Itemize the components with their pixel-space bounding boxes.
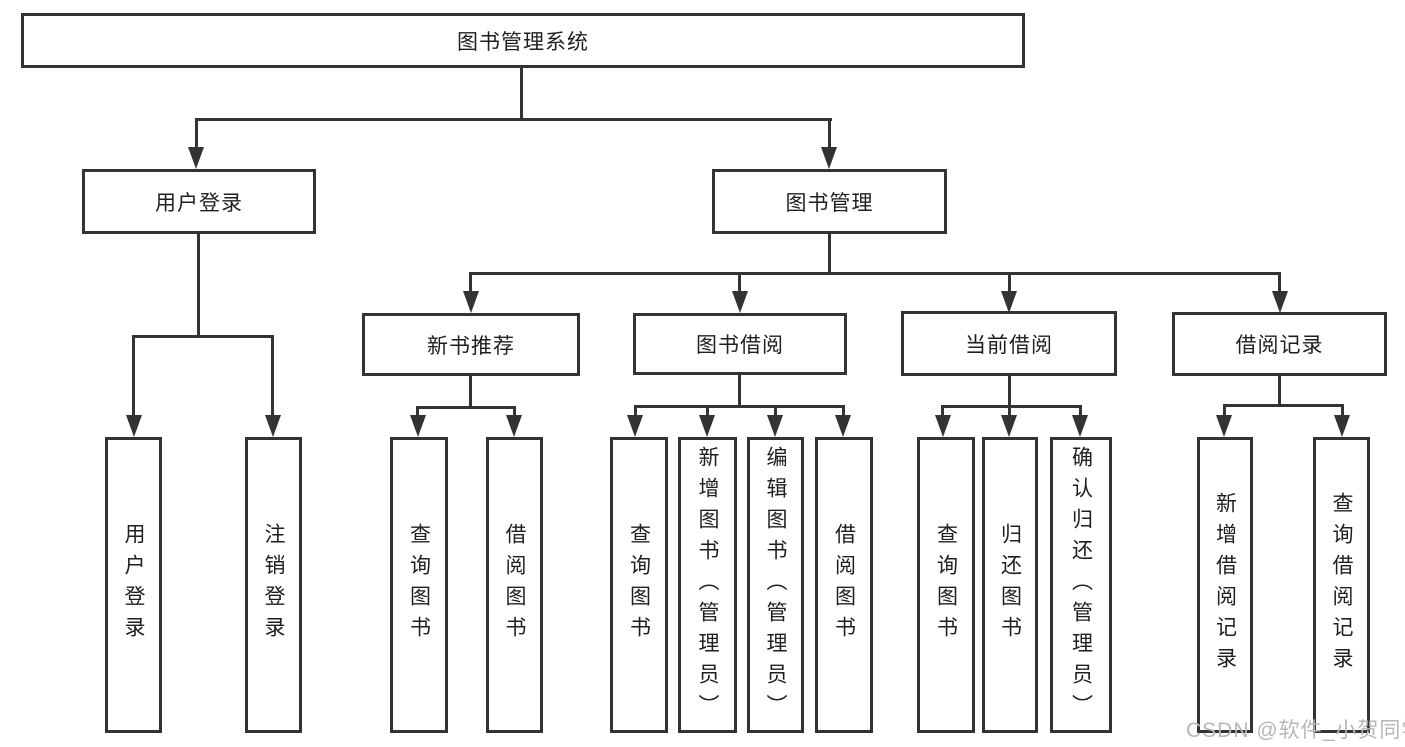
arrow-down-icon xyxy=(1216,415,1232,437)
node-borrowing-records: 借阅记录 xyxy=(1172,312,1387,376)
arrow-down-icon xyxy=(265,415,281,437)
arrow-down-icon xyxy=(699,415,715,437)
arrow-down-icon xyxy=(126,415,142,437)
connector-line xyxy=(634,405,637,416)
node-label: 当前借阅 xyxy=(965,333,1053,357)
arrow-down-icon xyxy=(1272,291,1288,313)
connector-line xyxy=(828,118,831,148)
arrow-down-icon xyxy=(410,415,426,437)
arrow-down-icon xyxy=(627,415,643,437)
arrow-down-icon xyxy=(188,147,204,169)
node-label: 确认归还（管理员） xyxy=(1069,445,1093,725)
connector-line xyxy=(842,405,845,416)
node-label: 图书借阅 xyxy=(696,334,784,357)
connector-line xyxy=(271,335,274,416)
node-leaf-return-book: 归还图书 xyxy=(982,437,1038,733)
connector-line xyxy=(738,272,741,291)
node-label: 编辑图书（管理员） xyxy=(764,445,787,725)
connector-line xyxy=(1079,405,1082,416)
connector-line xyxy=(416,406,419,416)
node-label: 归还图书 xyxy=(998,523,1022,647)
connector-line xyxy=(513,406,516,416)
connector-line xyxy=(1223,404,1226,416)
connector-line xyxy=(195,118,198,148)
connector-line xyxy=(828,234,831,275)
node-leaf-query-borrow-record: 查询借阅记录 xyxy=(1313,437,1370,733)
arrow-down-icon xyxy=(767,415,783,437)
connector-line xyxy=(133,335,274,338)
node-leaf-query-books-current: 查询图书 xyxy=(917,437,975,733)
connector-line xyxy=(941,405,944,416)
node-leaf-borrow-books: 借阅图书 xyxy=(815,437,873,733)
node-new-book-recommend: 新书推荐 xyxy=(362,313,580,376)
node-label: 查询图书 xyxy=(934,523,958,647)
node-leaf-user-login: 用户登录 xyxy=(105,437,162,733)
node-label: 查询图书 xyxy=(627,523,651,647)
connector-line xyxy=(196,118,832,121)
arrow-down-icon xyxy=(732,291,748,313)
node-leaf-add-book-admin: 新增图书（管理员） xyxy=(678,437,737,733)
node-leaf-add-borrow-record: 新增借阅记录 xyxy=(1197,437,1253,733)
connector-line xyxy=(197,234,200,336)
arrow-down-icon xyxy=(835,415,851,437)
node-label: 借阅图书 xyxy=(832,523,856,647)
node-label: 图书管理 xyxy=(785,191,874,215)
arrow-down-icon xyxy=(1001,291,1017,313)
arrow-down-icon xyxy=(1072,415,1088,437)
arrow-down-icon xyxy=(506,415,522,437)
node-leaf-query-books-recommend: 查询图书 xyxy=(390,437,448,733)
connector-line xyxy=(706,405,709,416)
arrow-down-icon xyxy=(463,291,479,313)
node-book-management-module: 图书管理 xyxy=(712,169,947,234)
connector-line xyxy=(941,405,1082,408)
node-leaf-confirm-return-admin: 确认归还（管理员） xyxy=(1050,437,1112,733)
node-label: 注销登录 xyxy=(262,523,285,647)
node-book-borrowing: 图书借阅 xyxy=(633,313,847,375)
node-label: 用户登录 xyxy=(122,523,145,647)
node-label: 新书推荐 xyxy=(427,334,515,358)
connector-line xyxy=(470,272,1281,275)
node-root-library-system: 图书管理系统 xyxy=(21,13,1025,68)
csdn-watermark: CSDN @软件_小贺同学 xyxy=(1186,719,1405,742)
node-label: 新增借阅记录 xyxy=(1213,492,1237,678)
node-leaf-query-books-borrow: 查询图书 xyxy=(610,437,668,733)
connector-line xyxy=(520,66,523,120)
node-leaf-edit-book-admin: 编辑图书（管理员） xyxy=(747,437,804,733)
node-label: 用户登录 xyxy=(155,191,243,215)
connector-line xyxy=(132,335,135,416)
node-leaf-borrow-books-recommend: 借阅图书 xyxy=(486,437,543,733)
arrow-down-icon xyxy=(935,415,951,437)
connector-line xyxy=(1223,404,1344,407)
arrow-down-icon xyxy=(821,147,837,169)
connector-line xyxy=(634,405,845,408)
connector-line xyxy=(469,272,472,291)
connector-line xyxy=(1008,405,1011,416)
node-label: 新增图书（管理员） xyxy=(696,445,719,725)
node-user-login-module: 用户登录 xyxy=(82,169,316,234)
node-label: 图书管理系统 xyxy=(457,30,589,54)
node-leaf-logout: 注销登录 xyxy=(245,437,302,733)
connector-line xyxy=(774,405,777,416)
node-label: 查询图书 xyxy=(407,523,431,647)
arrow-down-icon xyxy=(1334,415,1350,437)
connector-line xyxy=(1341,404,1344,416)
connector-line xyxy=(738,375,741,408)
connector-line xyxy=(469,376,472,409)
node-current-borrowing: 当前借阅 xyxy=(901,311,1117,376)
node-label: 借阅图书 xyxy=(503,523,526,647)
connector-line xyxy=(1008,376,1011,408)
arrow-down-icon xyxy=(1001,415,1017,437)
connector-line xyxy=(1008,272,1011,291)
node-label: 查询借阅记录 xyxy=(1330,492,1353,678)
connector-line xyxy=(1278,272,1281,291)
connector-line xyxy=(1278,376,1281,407)
connector-line xyxy=(417,406,516,409)
node-label: 借阅记录 xyxy=(1235,334,1324,357)
